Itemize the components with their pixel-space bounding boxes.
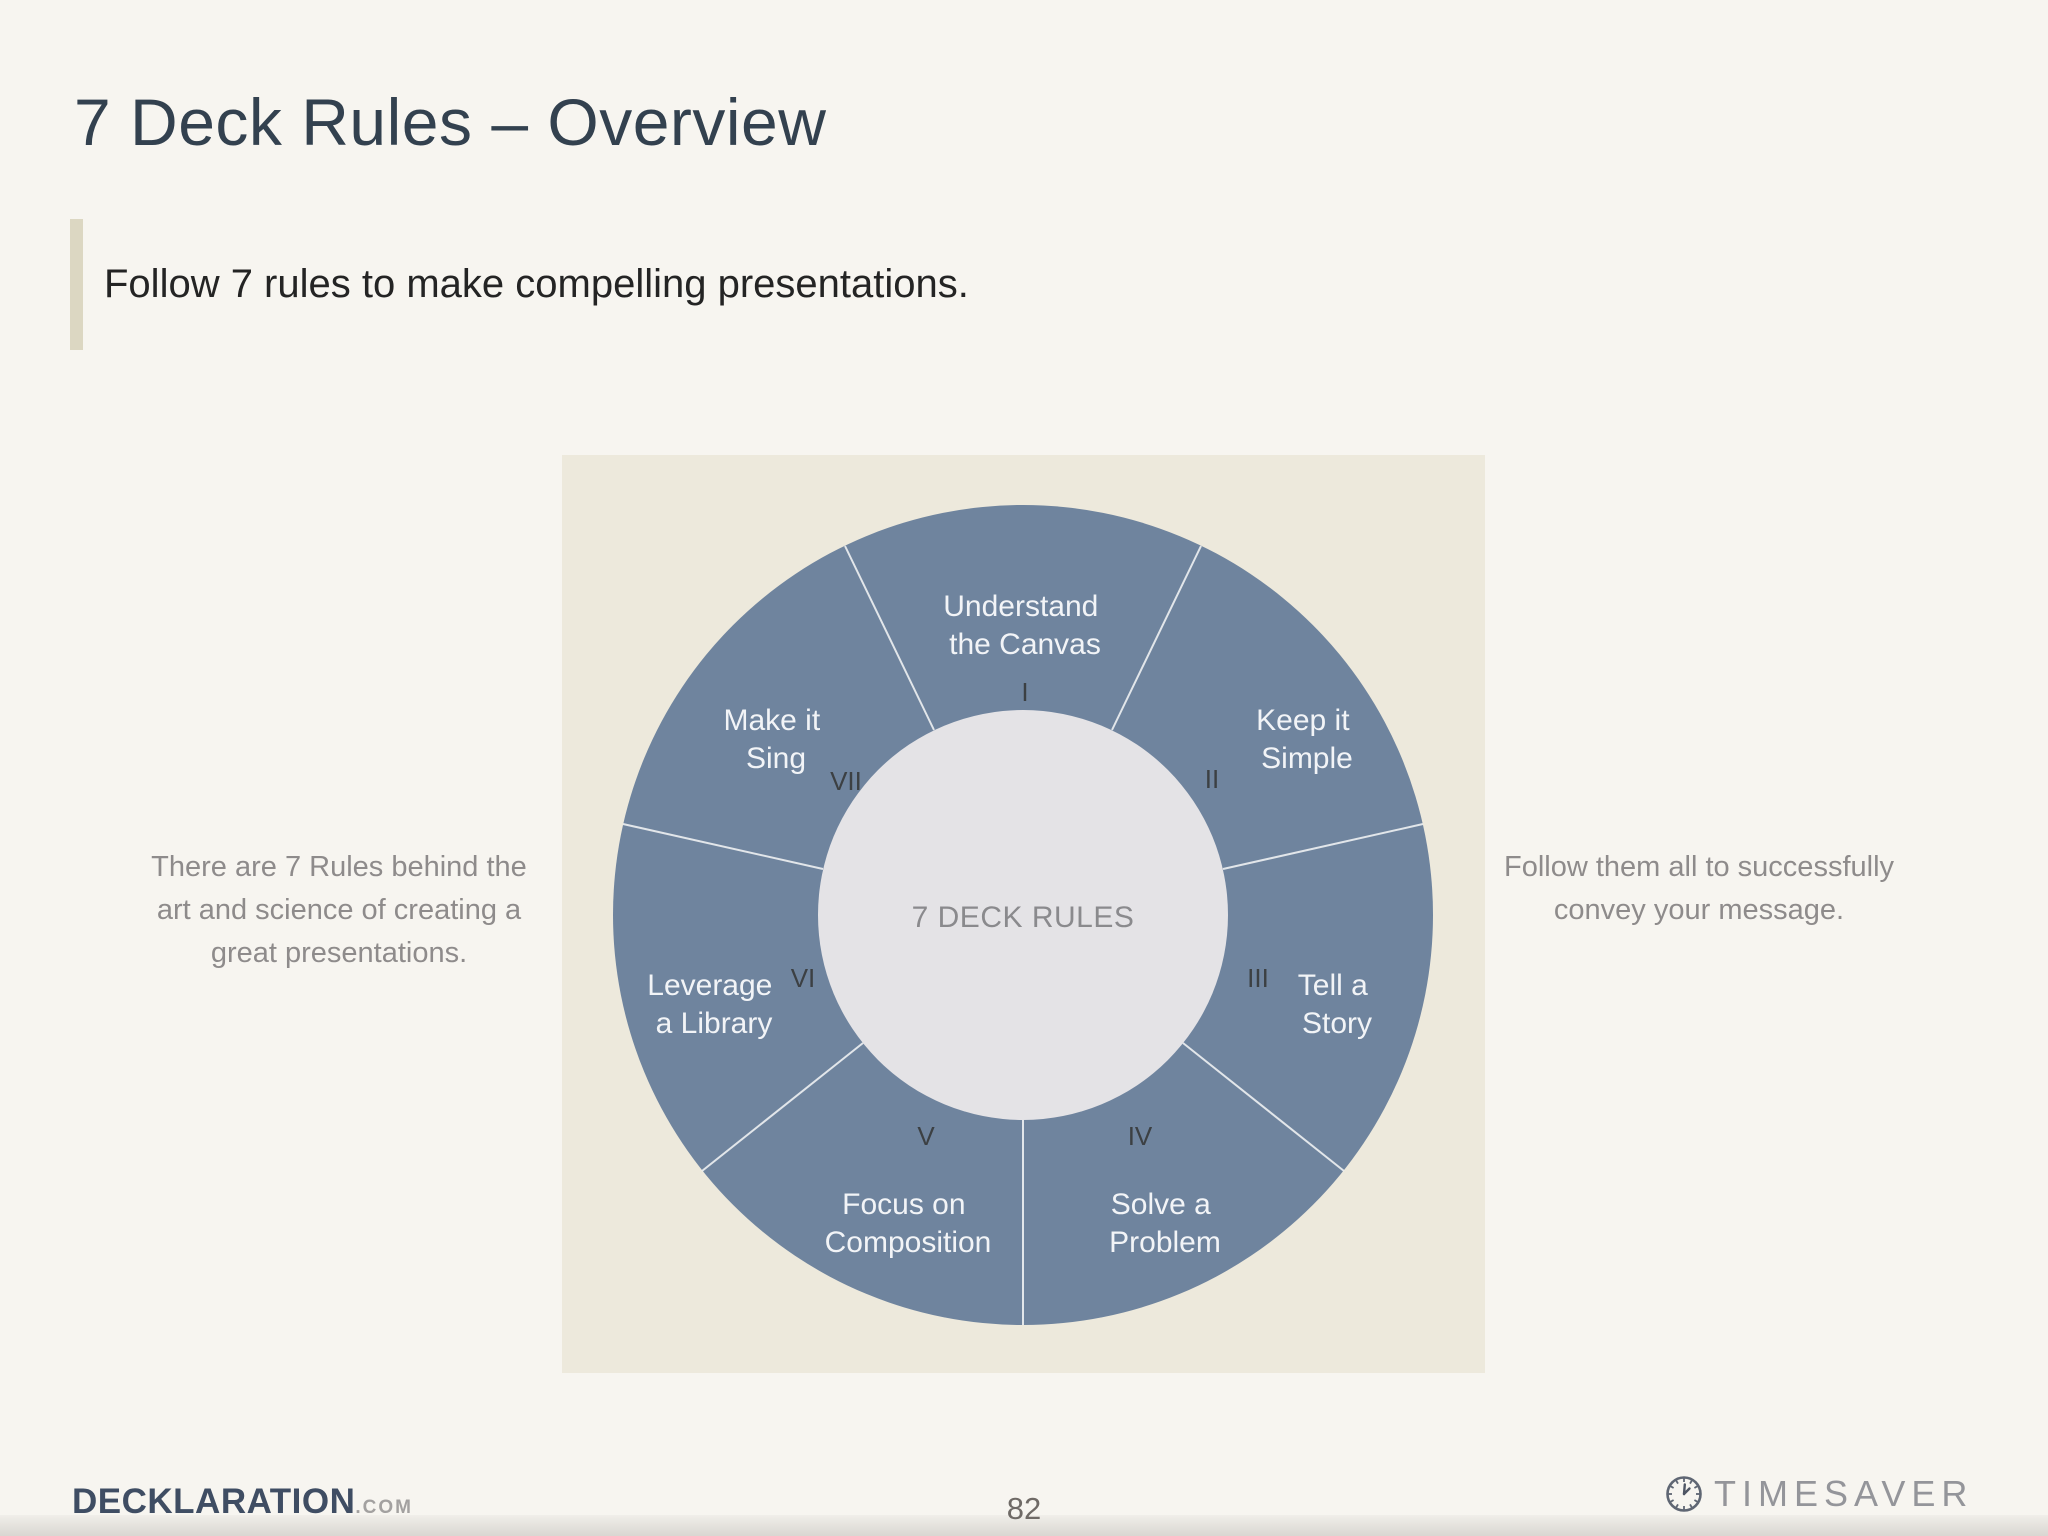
segment-numeral-7: VII — [830, 766, 862, 796]
bottom-shadow-band — [0, 1515, 2048, 1536]
clock-icon — [1666, 1476, 1702, 1512]
segment-label-tell-a-story: Tell a Story — [1298, 969, 1376, 1040]
page-title: 7 Deck Rules – Overview — [74, 85, 827, 159]
segment-label-solve-a-problem: Solve a Problem — [1109, 1188, 1221, 1259]
brand-suffix: .COM — [355, 1497, 413, 1518]
decklaration-logo: DECKLARATION.COM — [72, 1482, 413, 1522]
quote-accent-bar — [70, 219, 83, 350]
quote-text: Follow 7 rules to make compelling presen… — [104, 262, 969, 306]
segment-numeral-4: IV — [1128, 1121, 1153, 1151]
segment-numeral-2: II — [1205, 764, 1219, 794]
timesaver-logo: TIMESAVER — [1662, 1472, 1973, 1516]
diagram-panel: 7 DECK RULES I II III IV V VI VII Unders… — [562, 455, 1485, 1373]
left-note: There are 7 Rules behind the art and sci… — [151, 851, 527, 969]
segment-numeral-3: III — [1247, 963, 1269, 993]
segment-label-understand-the-canvas: Understand the Canvas — [943, 590, 1106, 661]
right-note: Follow them all to successfully convey y… — [1503, 851, 1895, 926]
segment-label-keep-it-simple: Keep it Simple — [1256, 704, 1358, 775]
page-number: 82 — [1006, 1491, 1042, 1526]
segment-label-focus-on-composition: Focus on Composition — [825, 1188, 992, 1259]
wheel-hub — [818, 710, 1228, 1120]
brand-name: DECKLARATION — [72, 1482, 356, 1521]
segment-numeral-5: V — [917, 1121, 935, 1151]
deck-rules-wheel-diagram: 7 DECK RULES I II III IV V VI VII Unders… — [613, 505, 1433, 1325]
wheel-segment-dividers — [622, 545, 1424, 1325]
segment-label-leverage-a-library: Leverage a Library — [647, 969, 780, 1040]
timesaver-label: TIMESAVER — [1714, 1473, 1974, 1514]
segment-label-make-it-sing: Make it Sing — [723, 704, 828, 775]
wheel-center-label: 7 DECK RULES — [912, 901, 1135, 934]
segment-numeral-6: VI — [791, 963, 816, 993]
segment-numeral-1: I — [1021, 677, 1028, 707]
